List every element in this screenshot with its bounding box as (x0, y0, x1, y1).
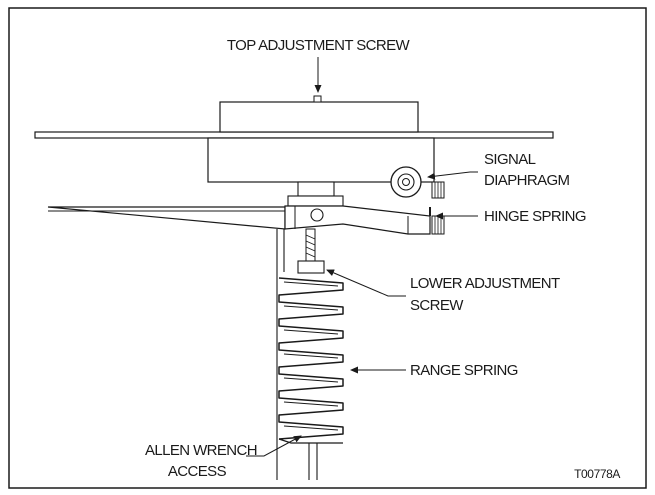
lever-arm (47, 205, 431, 235)
top-plate (34, 131, 554, 139)
label-allen-wrench-line1: ALLEN WRENCH (145, 442, 257, 459)
label-lower-adjustment-line2: SCREW (410, 297, 464, 314)
leader-lower-adjustment-screw (326, 269, 406, 297)
figure-id: T00778A (574, 467, 620, 481)
signal-diaphragm (390, 166, 422, 198)
pivot-block (287, 195, 344, 207)
label-top-adjustment-screw: TOP ADJUSTMENT SCREW (227, 37, 411, 54)
upper-housing (219, 101, 419, 133)
hinge-spring-knob-upper (431, 181, 445, 199)
hinge-spring-knob-lower (431, 215, 445, 235)
top-adjustment-screw (313, 95, 322, 103)
range-spring (278, 277, 344, 440)
label-signal-line1: SIGNAL (484, 151, 536, 168)
pivot-post (297, 181, 335, 197)
label-range-spring: RANGE SPRING (410, 362, 518, 379)
leader-allen-wrench-access (246, 435, 302, 457)
spring-base (278, 438, 343, 444)
label-hinge-spring: HINGE SPRING (484, 208, 586, 225)
lower-adjustment-screw (297, 228, 325, 274)
figure-frame (8, 7, 647, 489)
leader-signal-diaphragm (427, 171, 478, 180)
label-allen-wrench-line2: ACCESS (168, 463, 227, 480)
label-lower-adjustment-line1: LOWER ADJUSTMENT (410, 275, 560, 292)
label-signal-line2: DIAPHRAGM (484, 172, 570, 189)
range-spring-inner (283, 281, 339, 431)
